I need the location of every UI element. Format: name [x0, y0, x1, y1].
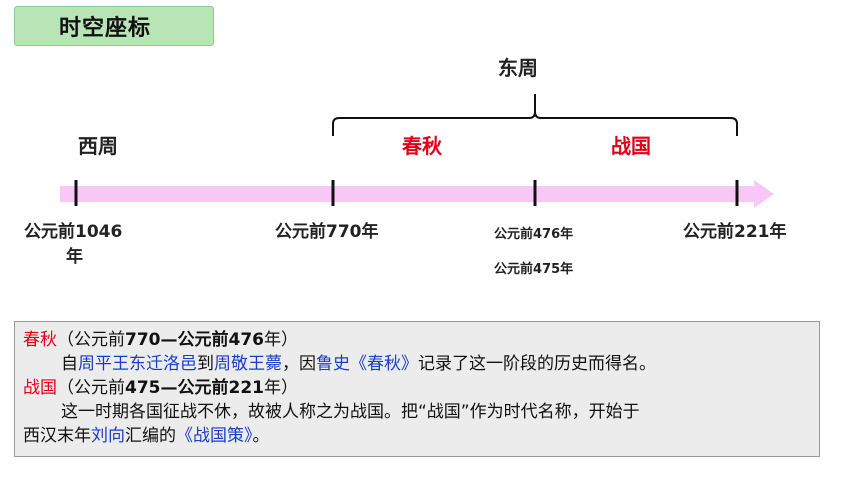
title-banner: 时空座标	[14, 6, 214, 46]
desc-text: 汇编的	[125, 426, 176, 446]
zhanguo-range-open: （公元前	[57, 378, 125, 398]
notes-box: 春秋（公元前770—公元前476年） 自周平王东迁洛邑到周敬王薨，因鲁史《春秋》…	[14, 321, 820, 457]
dongzhou-brace	[332, 94, 738, 136]
date-1046bc: 公元前1046	[24, 222, 123, 242]
date-476bc: 公元前476年	[494, 227, 574, 242]
zhanguo-start-year: 475	[125, 378, 161, 398]
chunqiu-end-year: 476	[228, 330, 265, 350]
chunqiu-term: 春秋	[23, 330, 57, 350]
person-link: 刘向	[91, 426, 125, 446]
desc-text: 西汉末年	[23, 426, 91, 446]
period-dongzhou: 东周	[498, 56, 538, 80]
desc-text: 到	[197, 354, 214, 374]
zhanguo-heading: 战国（公元前475—公元前221年）	[23, 376, 811, 400]
zhanguo-range-dash: —公元前	[160, 378, 229, 398]
date-770bc: 公元前770年	[275, 222, 379, 242]
source-link: 鲁史	[316, 354, 350, 374]
book-link: 《春秋》	[350, 354, 418, 374]
chunqiu-description: 自周平王东迁洛邑到周敬王薨，因鲁史《春秋》记录了这一阶段的历史而得名。	[23, 352, 811, 376]
date-1046bc-year: 年	[66, 247, 83, 267]
desc-text: 记录了这一阶段的历史而得名。	[418, 354, 656, 374]
zhanguo-term: 战国	[23, 378, 57, 398]
chunqiu-range-close: 年）	[264, 330, 298, 350]
date-475bc: 公元前475年	[494, 262, 574, 277]
event-link: 周平王东迁洛邑	[78, 354, 197, 374]
chunqiu-start-year: 770	[125, 330, 161, 350]
desc-text: 自	[61, 354, 78, 374]
period-chunqiu: 春秋	[402, 134, 442, 158]
person-link: 周敬王薨	[214, 354, 282, 374]
page-title: 时空座标	[59, 16, 152, 41]
desc-text: ，因	[282, 354, 316, 374]
date-221bc: 公元前221年	[683, 222, 787, 242]
chunqiu-heading: 春秋（公元前770—公元前476年）	[23, 328, 811, 352]
period-zhanguo: 战国	[611, 134, 651, 158]
zhanguo-description-cont: 西汉末年刘向汇编的《战国策》。	[23, 424, 811, 448]
zhanguo-end-year: 221	[228, 378, 265, 398]
book-link: 《战国策》	[176, 426, 253, 446]
desc-text: 。	[252, 426, 270, 446]
period-xizhou: 西周	[78, 134, 118, 158]
chunqiu-range-open: （公元前	[57, 330, 125, 350]
desc-text: 这一时期各国征战不休，故被人称之为战国。把“战国”作为时代名称，开始于	[61, 402, 640, 422]
zhanguo-range-close: 年）	[264, 378, 298, 398]
chunqiu-range-dash: —公元前	[160, 330, 229, 350]
timeline: 东周 西周 春秋 战国 公元前1046 年 公元前770年 公元前476年 公元…	[24, 56, 787, 277]
timeline-arrow	[60, 180, 774, 208]
zhanguo-description: 这一时期各国征战不休，故被人称之为战国。把“战国”作为时代名称，开始于	[23, 400, 811, 424]
timeline-graphic	[60, 94, 774, 208]
